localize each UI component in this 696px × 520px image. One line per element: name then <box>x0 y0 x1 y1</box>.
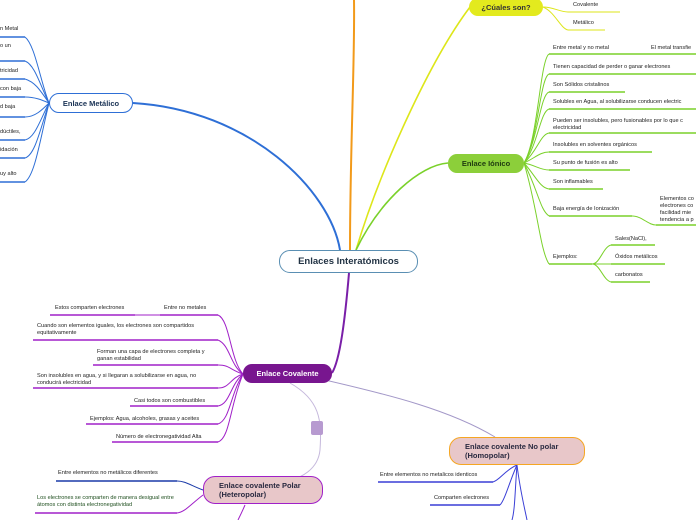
node-enlace-metalico[interactable]: Enlace Metálico <box>49 93 133 113</box>
metalico-leaf[interactable]: dúctiles, <box>0 129 21 135</box>
polar-leaf[interactable]: Los electrones se comparten de manera de… <box>37 495 174 508</box>
metalico-leaf[interactable]: con baja <box>0 86 22 92</box>
central-topic[interactable]: Enlaces Interatómicos <box>279 250 418 273</box>
ionico-leaf[interactable]: Pueden ser insolubles, pero fusionables … <box>553 117 683 131</box>
covalente-leaf[interactable]: Casi todos son combustibles <box>134 398 206 404</box>
cuales-leaf[interactable]: Covalente <box>573 2 599 8</box>
floating-topic-marker[interactable] <box>311 421 323 435</box>
metalico-leaf[interactable]: d baja <box>0 104 16 110</box>
nopolar-leaf[interactable]: Entre elementos no metalicos identicos <box>380 472 478 478</box>
node-enlace-covalente[interactable]: Enlace Covalente <box>243 364 332 383</box>
metalico-leaf[interactable]: n Metal <box>0 26 19 32</box>
metalico-leaf[interactable]: uy alto <box>0 171 17 177</box>
ionico-leaf[interactable]: Insolubles en solventes orgánicos <box>553 142 637 148</box>
ionico-example[interactable]: Óxidos metálicos <box>615 254 658 260</box>
ionico-leaf[interactable]: Tienen capacidad de perder o ganar elect… <box>553 64 671 70</box>
polar-leaf[interactable]: Entre elementos no metálicos diferentes <box>58 470 158 476</box>
node-enlace-covalente-label: Enlace Covalente <box>256 369 319 378</box>
metalico-leaf[interactable]: tricidad <box>0 68 19 74</box>
covalente-leaf[interactable]: Ejemplos: Agua, alcoholes, grasas y acei… <box>90 416 200 422</box>
node-cuales-son[interactable]: ¿Cúales son? <box>469 0 543 16</box>
ionico-leaf[interactable]: Entre metal y no metal <box>553 45 609 51</box>
node-cuales-son-label: ¿Cúales son? <box>481 2 531 12</box>
node-covalente-polar[interactable]: Enlace covalente Polar (Heteropolar) <box>203 476 323 504</box>
node-covalente-no-polar-label: Enlace covalente No polar (Homopolar) <box>465 442 559 460</box>
metalico-leaf[interactable]: o un <box>0 43 11 49</box>
ionico-leaf[interactable]: Solubles en Agua, al solubilizarse condu… <box>553 99 682 105</box>
ionico-leaf[interactable]: Baja energía de Ionización <box>553 206 620 212</box>
covalente-leaf[interactable]: Número de electronegatividad Alta <box>116 434 202 440</box>
covalente-leaf[interactable]: Son insolubles en agua, y si llegaran a … <box>37 373 197 386</box>
nopolar-leaf[interactable]: Comparten electrones <box>434 495 490 501</box>
metalico-leaf[interactable]: idación <box>0 147 18 153</box>
cuales-leaf[interactable]: Metálico <box>573 20 594 26</box>
covalente-leaf-sub[interactable]: Estos comparten electrones <box>55 305 125 311</box>
ionico-example[interactable]: Sales(NaCl), <box>615 236 647 242</box>
node-covalente-no-polar[interactable]: Enlace covalente No polar (Homopolar) <box>449 437 585 465</box>
ionico-example[interactable]: carbonatos <box>615 272 643 278</box>
ionico-leaf[interactable]: Su punto de fusión es alto <box>553 160 618 166</box>
node-enlace-ionico[interactable]: Enlace Iónico <box>448 154 524 173</box>
node-enlace-metalico-label: Enlace Metálico <box>62 98 120 108</box>
node-covalente-polar-label: Enlace covalente Polar (Heteropolar) <box>219 481 301 499</box>
covalente-leaf[interactable]: Cuando son elementos iguales, los electr… <box>37 323 195 336</box>
covalente-leaf[interactable]: Entre no metales <box>164 305 207 311</box>
ionico-leaf-sub[interactable]: Elementos co electrones co facilidad mie… <box>660 196 694 223</box>
ionico-leaf-sub[interactable]: El metal transfie <box>651 45 692 51</box>
ionico-leaf[interactable]: Ejemplos: <box>553 254 578 260</box>
ionico-leaf[interactable]: Son Sólidos cristalinos <box>553 82 610 88</box>
node-enlace-ionico-label: Enlace Iónico <box>461 159 511 168</box>
covalente-leaf[interactable]: Forman una capa de electrones completa y… <box>97 349 205 362</box>
ionico-leaf[interactable]: Son inflamables <box>553 179 593 185</box>
